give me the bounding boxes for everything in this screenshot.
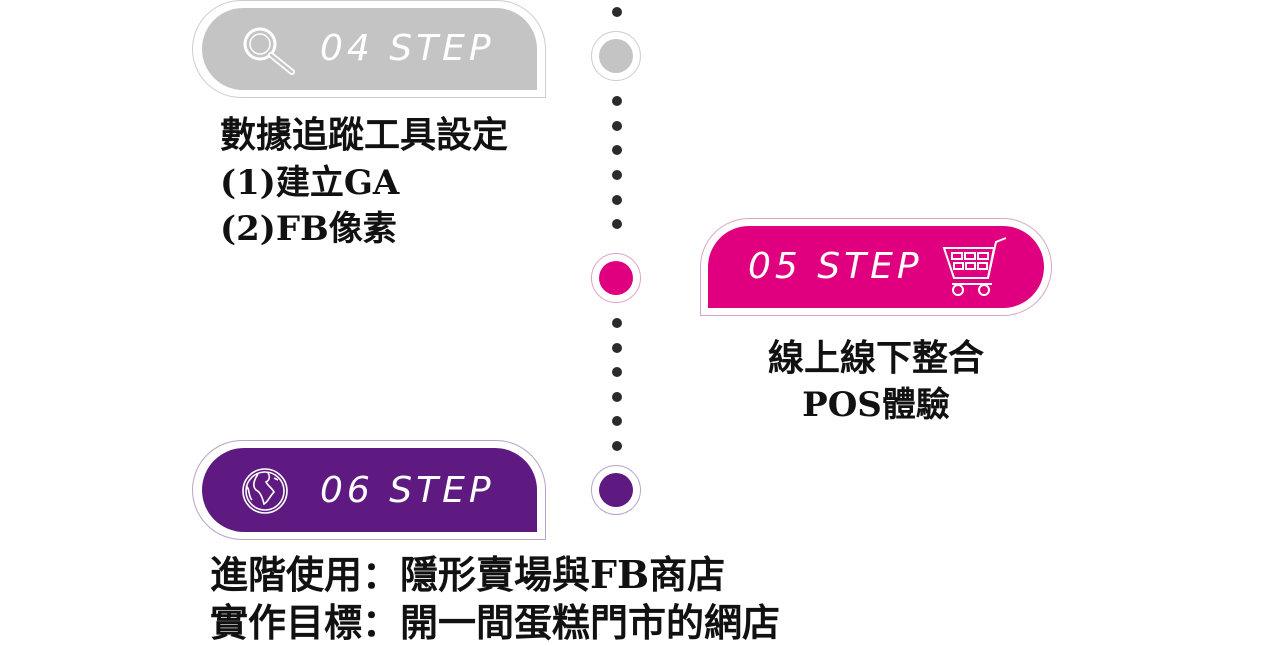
step-06-badge: 06 STEP: [202, 448, 537, 532]
timeline-dot: [612, 441, 622, 451]
timeline-dot: [612, 170, 622, 180]
step-04-badge: 04 STEP: [202, 8, 537, 90]
timeline-node-05: [591, 253, 641, 303]
step-04-label: 04 STEP: [320, 28, 495, 69]
timeline-dot: [612, 219, 622, 229]
step-05-subtitle: POS體驗: [802, 385, 950, 425]
step-06-outline: [192, 440, 546, 540]
timeline-dot: [612, 392, 622, 402]
timeline-node-06: [591, 465, 641, 515]
step-04-item-1: (1)建立GA: [220, 163, 400, 203]
timeline-node-04: [591, 31, 641, 81]
timeline-dot: [612, 318, 622, 328]
step-04-outline: [192, 0, 546, 98]
timeline-dot: [612, 343, 622, 353]
timeline-dot: [612, 145, 622, 155]
step-04-item-2: (2)FB像素: [220, 209, 397, 249]
timeline-dot: [612, 7, 622, 17]
step-05-badge: 05 STEP: [708, 226, 1044, 308]
step-05-label: 05 STEP: [748, 246, 923, 287]
timeline-dot: [612, 121, 622, 131]
step-06-label: 06 STEP: [320, 470, 495, 511]
step-04-title: 數據追蹤工具設定: [220, 114, 509, 156]
step-06-line-2: 實作目標：開一間蛋糕門市的網店: [210, 600, 781, 645]
shopping-cart-icon: [942, 237, 1007, 296]
globe-icon: [242, 468, 288, 514]
timeline-dot: [612, 96, 622, 106]
timeline-dot: [612, 416, 622, 426]
search-icon: [243, 27, 295, 75]
timeline-dot: [612, 195, 622, 205]
step-06-line-1: 進階使用：隱形賣場與FB商店: [210, 552, 726, 597]
step-05-title: 線上線下整合: [767, 337, 984, 379]
timeline-dot: [612, 367, 622, 377]
step-05-outline: [700, 218, 1052, 316]
